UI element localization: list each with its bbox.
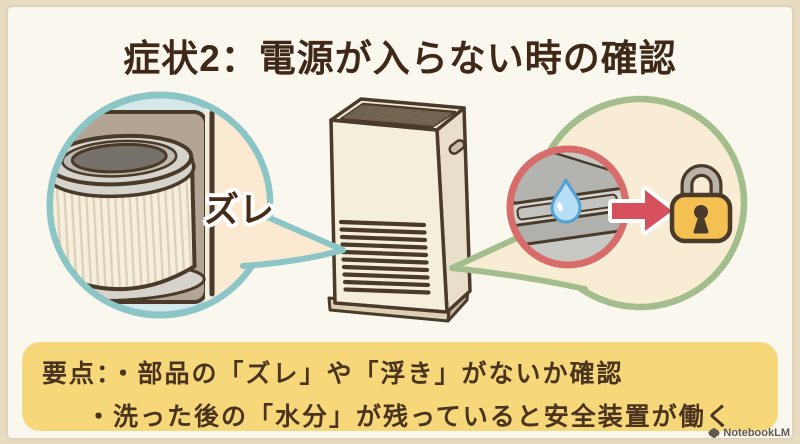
- summary-line-2: ・洗った後の「水分」が残っていると安全装置が働く: [86, 403, 733, 431]
- droplet-highlight: [557, 202, 563, 212]
- lock-shackle: [683, 167, 720, 197]
- grille-slats: [343, 105, 452, 127]
- page-title: 症状2：電源が入らない時の確認: [123, 38, 677, 79]
- arrow-right-icon: [608, 186, 676, 235]
- lock-icon: [669, 164, 733, 244]
- notebooklm-watermark: NotebookLM: [708, 425, 790, 441]
- lock-keyhole-stem: [693, 211, 709, 234]
- summary-box: 要点：・部品の「ズレ」や「浮き」がないか確認 ・洗った後の「水分」が残っていると…: [22, 342, 778, 431]
- filter-core: [70, 142, 168, 174]
- front-vents: [338, 219, 431, 295]
- left-bubble-tail: [240, 213, 346, 269]
- air-purifier-illustration: [327, 97, 472, 323]
- filter-illustration: [53, 133, 206, 302]
- water-droplet-icon: [550, 178, 582, 224]
- watermark-text: NotebookLM: [723, 427, 790, 439]
- device-handle: [448, 139, 466, 155]
- water-tray-illustration: [506, 145, 630, 269]
- notebooklm-logo-icon: [708, 427, 720, 439]
- zure-label: ズレ: [203, 191, 274, 230]
- summary-line-1: 要点：・部品の「ズレ」や「浮き」がないか確認: [42, 360, 624, 388]
